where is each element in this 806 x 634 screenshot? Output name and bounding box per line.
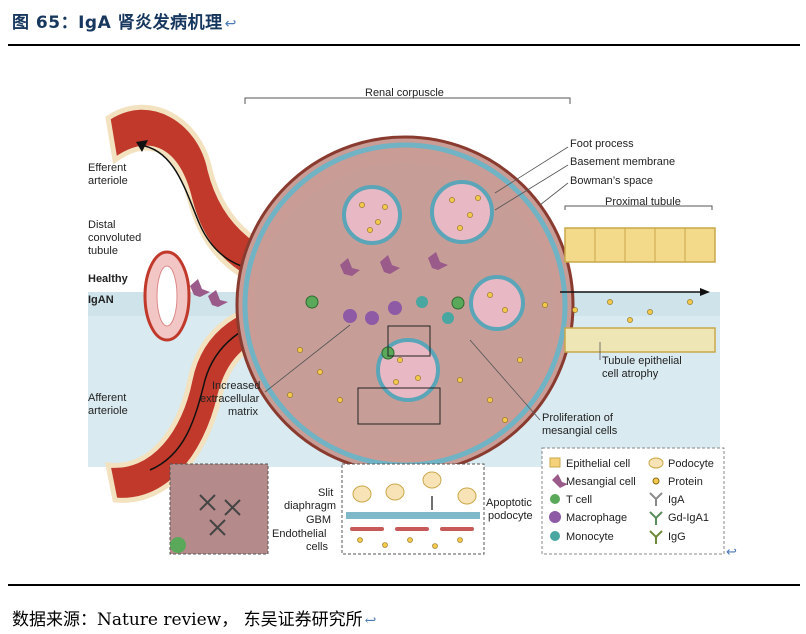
protein-icon	[652, 477, 660, 485]
label-gbm: GBM	[306, 514, 331, 526]
legend-label-macrophage: Macrophage	[566, 512, 627, 524]
igan-pathogenesis-diagram: Renal corpuscle Foot process Basement me…	[88, 87, 737, 560]
legend-label-epithelial-cell: Epithelial cell	[566, 458, 630, 470]
proximal-tubule-atrophic	[564, 327, 716, 353]
renal-corpuscle-bracket	[244, 97, 571, 104]
top-rule	[8, 44, 800, 46]
capillary-proteins	[359, 195, 508, 385]
label-distal-2: convoluted	[88, 232, 141, 244]
inset-immune-complexes	[199, 494, 241, 536]
igg-icon	[649, 530, 663, 544]
label-renal-corpuscle: Renal corpuscle	[365, 87, 444, 99]
monocyte-icon	[550, 531, 560, 541]
label-healthy: Healthy	[88, 273, 129, 285]
t-cell-icon	[550, 494, 560, 504]
label-ecm-2: extracellular	[200, 393, 260, 405]
glomerular-loop-3	[469, 275, 525, 331]
label-efferent-2: arteriole	[88, 175, 128, 187]
podocyte-icon	[648, 457, 664, 469]
label-slit-2: diaphragm	[284, 500, 336, 512]
figure-title: 图 65：IgA 肾炎发病机理↩	[12, 13, 237, 33]
inset-endothelial-cells	[350, 527, 474, 531]
proximal-tubule-bracket	[564, 205, 713, 210]
mesangial-cell-icon	[552, 474, 568, 488]
proximal-tubule-healthy	[564, 227, 716, 263]
leader-lines	[264, 146, 601, 421]
immune-cells-igan	[305, 295, 465, 360]
label-distal-1: Distal	[88, 219, 116, 231]
legend-label-t-cell: T cell	[566, 494, 592, 506]
legend-label-gd-iga1: Gd-IgA1	[668, 512, 709, 524]
legend-label-podocyte: Podocyte	[668, 458, 714, 470]
inset-proteins	[357, 537, 463, 549]
label-slit-1: Slit	[318, 487, 333, 499]
inset-podocytes	[352, 471, 477, 505]
distal-tubule-lumen	[156, 265, 178, 327]
label-basement-membrane: Basement membrane	[570, 156, 675, 168]
diagram-return-mark-icon: ↩	[726, 545, 737, 560]
label-distal-3: tubule	[88, 245, 118, 257]
label-prolif-2: mesangial cells	[542, 425, 618, 437]
legend-label-monocyte: Monocyte	[566, 531, 614, 543]
legend-label-igg: IgG	[668, 531, 686, 543]
efferent-arrowhead-icon	[136, 140, 148, 152]
inset-mesangium	[169, 463, 269, 555]
legend-box	[541, 447, 725, 555]
label-tubule-atrophy-1: Tubule epithelial	[602, 355, 682, 367]
label-igan: IgAN	[88, 294, 114, 306]
label-afferent-2: arteriole	[88, 405, 128, 417]
bottom-rule	[8, 584, 800, 586]
legend-icons	[549, 457, 664, 544]
return-mark-icon: ↩	[224, 16, 237, 32]
label-afferent-1: Afferent	[88, 392, 126, 404]
label-endo-1: Endothelial	[272, 528, 326, 540]
tubule-cell-dividers	[594, 228, 686, 262]
label-apop-2: podocyte	[488, 510, 533, 522]
label-prolif-1: Proliferation of	[542, 412, 614, 424]
mesangial-cells-healthy	[190, 252, 448, 307]
label-bowmans-space: Bowman’s space	[570, 175, 653, 187]
label-efferent-1: Efferent	[88, 162, 126, 174]
source-note: 数据来源：Nature review， 东吴证券研究所↩	[12, 610, 377, 630]
tubule-arrowhead-icon	[700, 288, 710, 296]
iga-icon	[649, 492, 663, 506]
leaked-proteins	[287, 299, 693, 423]
glomerular-loop-1	[342, 185, 402, 245]
epithelial-cell-icon	[549, 457, 561, 468]
gd-iga1-icon	[649, 511, 663, 525]
label-foot-process: Foot process	[570, 138, 634, 150]
macrophage-icon	[549, 511, 561, 523]
zoom-box-filtration	[357, 387, 441, 425]
label-apop-1: Apoptotic	[486, 497, 532, 509]
glomerular-loop-2	[430, 180, 494, 244]
legend-label-mesangial-cell: Mesangial cell	[566, 476, 636, 488]
source-return-mark-icon: ↩	[364, 613, 377, 629]
label-proximal-tubule: Proximal tubule	[605, 196, 681, 208]
label-tubule-atrophy-2: cell atrophy	[602, 368, 659, 380]
legend-label-protein: Protein	[668, 476, 703, 488]
inset-gbm	[346, 512, 480, 519]
label-ecm-3: matrix	[228, 406, 258, 418]
label-endo-2: cells	[306, 541, 329, 553]
label-ecm-1: Increased	[212, 380, 260, 392]
zoom-box-mesangium	[387, 325, 431, 357]
inset-t-cell	[170, 537, 186, 553]
legend-label-iga: IgA	[668, 494, 685, 506]
